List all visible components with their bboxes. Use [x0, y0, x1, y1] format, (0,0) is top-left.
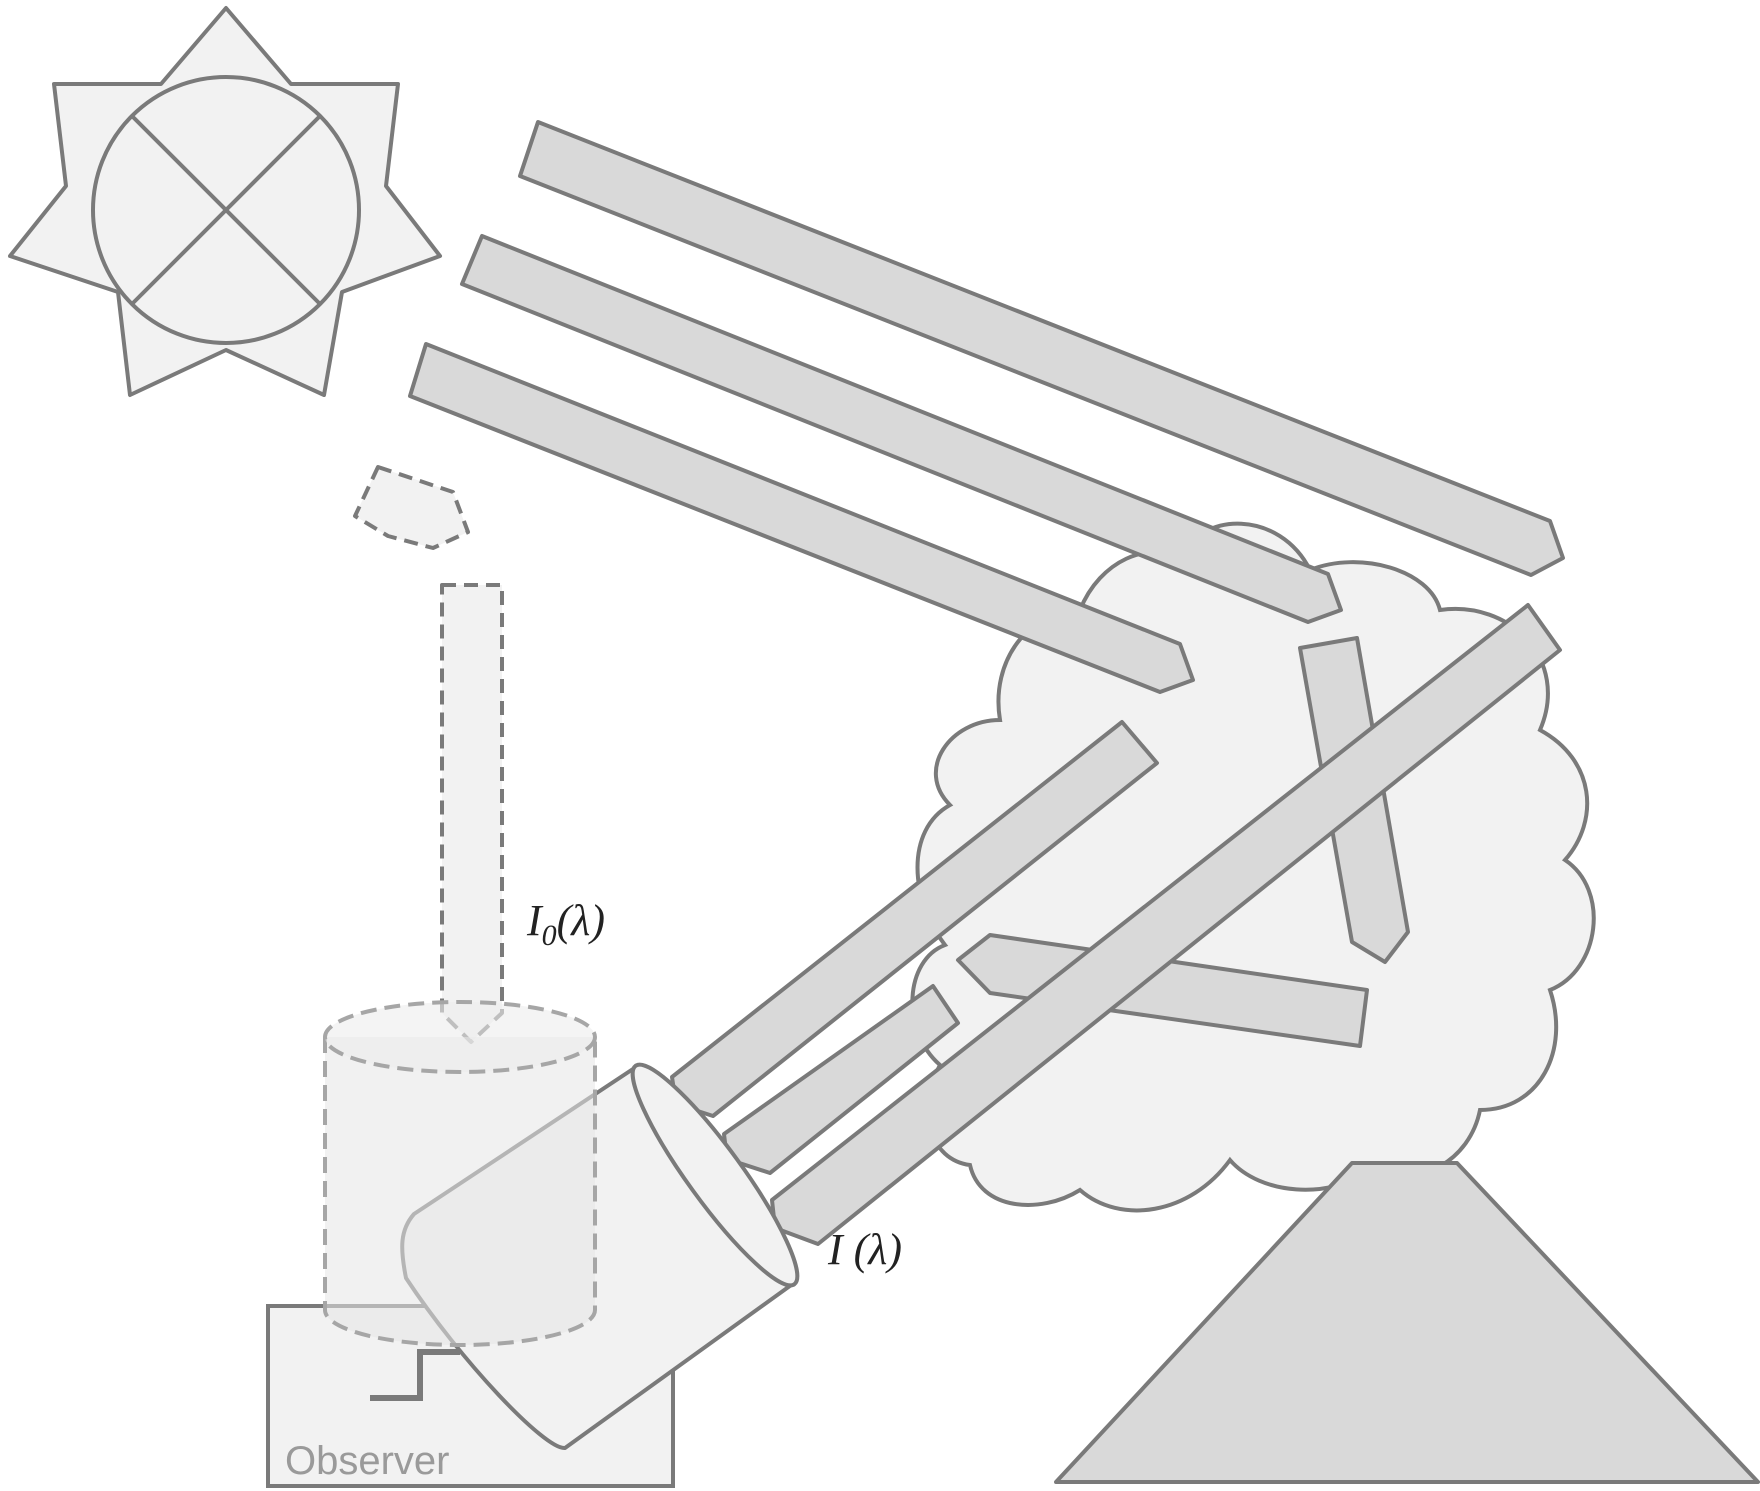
scattered-beam-horizontal [956, 933, 1369, 1048]
label-i0-rest: (λ) [557, 896, 605, 945]
observer-label: Observer [285, 1439, 450, 1483]
sunlight-beam-top [518, 120, 1565, 577]
observed-beam-short [722, 984, 960, 1175]
reference-beam-dashed [440, 583, 504, 1044]
label-i0-sub: 0 [542, 919, 557, 952]
sunlight-beam-lower [408, 342, 1195, 694]
observed-beam-long [770, 603, 1562, 1246]
sunlight-beam-middle [460, 234, 1343, 624]
volcano-icon [1054, 1161, 1760, 1484]
reference-telescope [323, 1000, 597, 1347]
incoming-sunlight-beams [408, 120, 1565, 694]
label-i: I (λ) [827, 1225, 902, 1274]
reference-path [353, 465, 504, 1044]
reference-beam-tip [353, 465, 470, 550]
label-i0: I0(λ) [526, 896, 605, 952]
label-i0-main: I [526, 896, 544, 945]
sun-icon [8, 6, 442, 397]
